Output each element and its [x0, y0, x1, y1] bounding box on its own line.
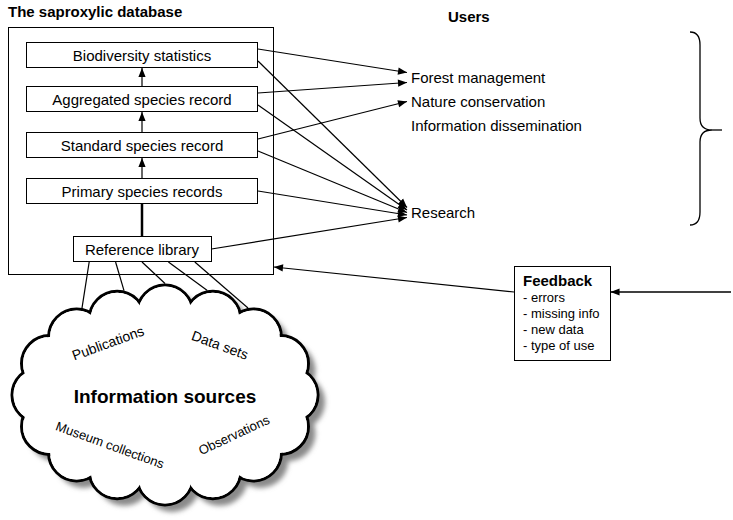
connector-line [116, 262, 124, 291]
node-text: Information dissemination [411, 117, 582, 134]
user-item: Nature conservation [411, 92, 545, 112]
connector-arrow [258, 83, 407, 94]
connector-arrow [258, 61, 407, 208]
node-text: Primary species records [62, 183, 223, 200]
connector-arrow [258, 102, 407, 140]
process-box: Aggregated species record [26, 86, 258, 112]
connector-arrow [141, 112, 142, 132]
node-text: Aggregated species record [52, 91, 231, 108]
feedback-lead-arrow [611, 291, 731, 292]
database-box: Biodiversity statisticsAggregated specie… [8, 27, 274, 275]
node-text: Standard species record [61, 137, 224, 154]
node-text: Forest management [411, 69, 545, 86]
connector-arrow [141, 68, 142, 86]
connector-arrow [258, 49, 407, 73]
connector-arrow [258, 191, 407, 215]
node-text: Biodiversity statistics [73, 47, 211, 64]
connector-line [141, 204, 144, 236]
node-text: Nature conservation [411, 93, 545, 110]
user-item: Forest management [411, 68, 545, 88]
library-box: Reference library [73, 236, 212, 262]
column-heading: Users [448, 8, 490, 25]
connector-line [142, 262, 165, 284]
process-box: Standard species record [26, 132, 258, 158]
connector-arrow [141, 158, 142, 178]
user-item: Research [411, 203, 475, 223]
cloud-shadow [19, 292, 325, 512]
process-box: Biodiversity statistics [26, 42, 258, 68]
node-text: - missing info [523, 306, 600, 322]
source-cloud: Information sourcesPublicationsData sets… [12, 285, 325, 512]
connector-line [82, 262, 89, 308]
node-text: Reference library [85, 241, 199, 258]
node-text: - errors [523, 290, 600, 306]
bracket-stub [712, 129, 722, 130]
process-box: Primary species records [26, 178, 258, 204]
node-text: Information sources [74, 386, 257, 408]
connector-arrow [274, 267, 514, 292]
node-text: - type of use [523, 338, 600, 354]
curly-bracket [690, 32, 712, 225]
user-item: Information dissemination [411, 116, 582, 136]
node-text: - new data [523, 322, 600, 338]
node-text: Research [411, 204, 475, 221]
feedback-box: Feedback- errors- missing info- new data… [514, 266, 611, 361]
box-heading: The saproxylic database [8, 3, 182, 20]
connector-arrow [212, 218, 408, 250]
node-text: Feedback [523, 271, 600, 290]
